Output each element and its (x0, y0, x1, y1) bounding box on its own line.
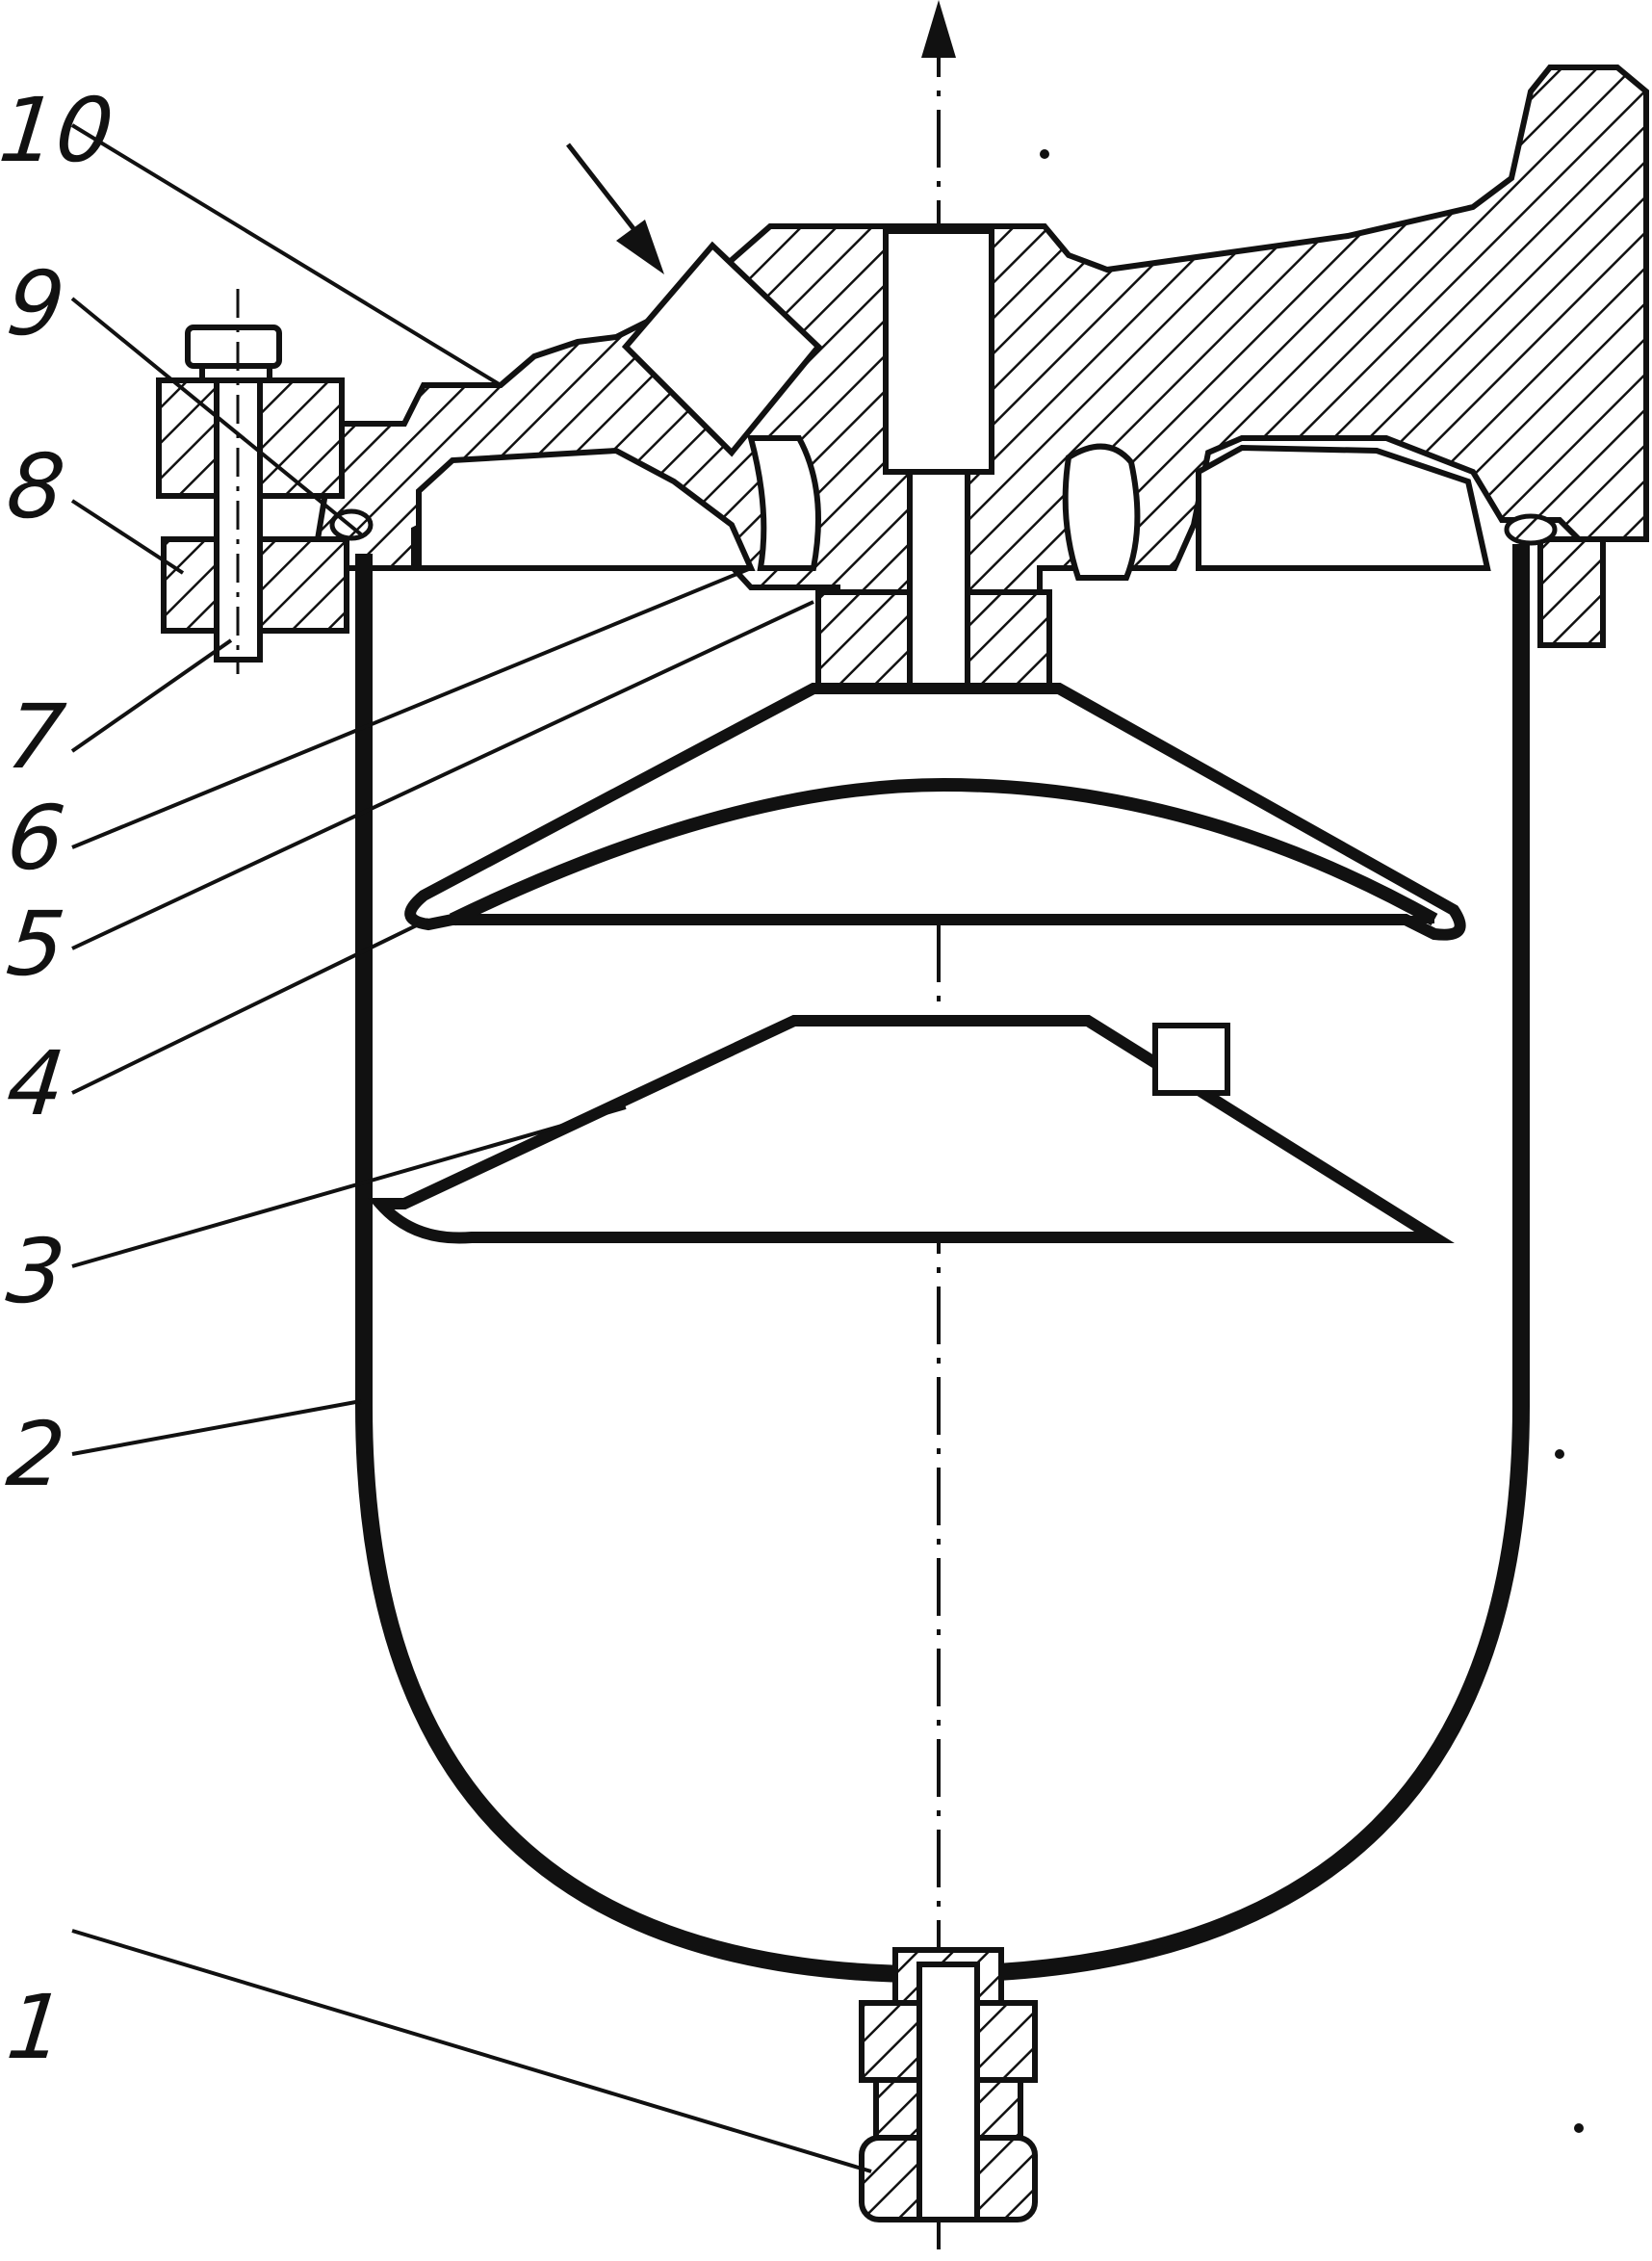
speck (1040, 149, 1049, 159)
callout-7: 7 (2, 686, 70, 789)
upper-cone-reflector (404, 683, 1466, 941)
callout-1: 1 (2, 1976, 70, 2079)
callout-9: 9 (2, 252, 70, 355)
clamp-bolt (156, 289, 345, 674)
outlet-arrow (921, 0, 956, 58)
callout-5: 5 (2, 893, 70, 996)
callout-3: 3 (2, 1220, 70, 1323)
callout-10: 10 (0, 79, 118, 182)
cover-cavity-right (1196, 444, 1491, 571)
callout-4: 4 (2, 1032, 70, 1135)
speck (1555, 1449, 1564, 1459)
callout-6: 6 (2, 787, 70, 890)
seal-ring-right (1062, 443, 1141, 581)
bowl-flange-right (1537, 536, 1606, 648)
cover-cavity (416, 447, 756, 571)
leader-lines (70, 123, 872, 2173)
gasket-right (1504, 513, 1558, 546)
dished-plate (449, 777, 1438, 926)
inlet-bore (621, 241, 823, 457)
speck (1574, 2123, 1584, 2133)
central-stud (907, 469, 970, 696)
inlet-arrow (566, 143, 664, 274)
deflector-tab (1152, 1023, 1230, 1096)
seal-ring-left (747, 435, 821, 571)
drain-plug (859, 1947, 1038, 2222)
lower-cone-deflector (367, 1015, 1455, 1244)
outlet-bore (883, 228, 994, 475)
callout-2: 2 (2, 1403, 70, 1506)
callout-8: 8 (2, 435, 70, 538)
